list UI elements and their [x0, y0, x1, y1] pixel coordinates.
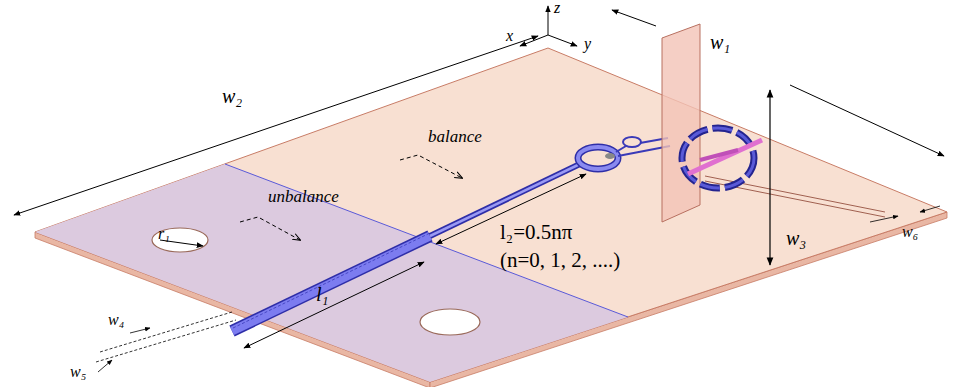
vertical-substrate	[662, 24, 700, 222]
ring-gap	[605, 153, 615, 159]
dimension-line	[790, 85, 944, 156]
dimension-line	[130, 328, 150, 333]
board-top	[35, 48, 947, 382]
unbalance-region	[35, 164, 628, 382]
dimension-label: r₁	[158, 226, 170, 242]
axis-arrow	[548, 6, 549, 35]
feed-line	[705, 176, 885, 212]
feed-strip	[233, 233, 430, 328]
feed-strip	[232, 236, 430, 331]
axis-label: z	[554, 0, 560, 16]
dimension-label: w₄	[108, 312, 124, 328]
dimension-line	[612, 10, 656, 26]
dimension-label: w₅	[70, 364, 86, 380]
note-label: (n=0, 1, 2, ....)	[500, 250, 620, 271]
dimension-line	[100, 312, 232, 352]
dipole-arm	[700, 150, 738, 160]
dimension-label: l₁	[316, 284, 329, 304]
dimension-line	[14, 36, 538, 215]
region-pointer	[400, 155, 462, 178]
dimension-line	[244, 262, 424, 348]
region-label: unbalance	[268, 188, 339, 205]
dimension-line	[769, 90, 770, 265]
axis-arrow	[548, 35, 577, 46]
region-label: balance	[428, 128, 482, 145]
axis-label: x	[506, 28, 513, 44]
dimension-label: w₁	[710, 32, 730, 52]
dimension-line	[920, 206, 940, 212]
dipole-arm	[688, 140, 762, 174]
dimension-line	[98, 360, 112, 372]
dimension-line	[870, 216, 898, 222]
dimension-label: w₆	[902, 224, 918, 240]
dimension-label: w₂	[222, 86, 242, 106]
axis-label: y	[584, 36, 591, 52]
dimension-label: w₃	[786, 228, 806, 248]
balun-ring	[578, 147, 618, 169]
mounting-hole	[420, 309, 480, 335]
feed-strip	[232, 236, 430, 331]
dimension-line	[436, 174, 586, 244]
region-pointer	[240, 217, 300, 240]
balun-ring	[578, 147, 618, 169]
dimension-label: l₂=0.5nπ	[500, 222, 572, 243]
